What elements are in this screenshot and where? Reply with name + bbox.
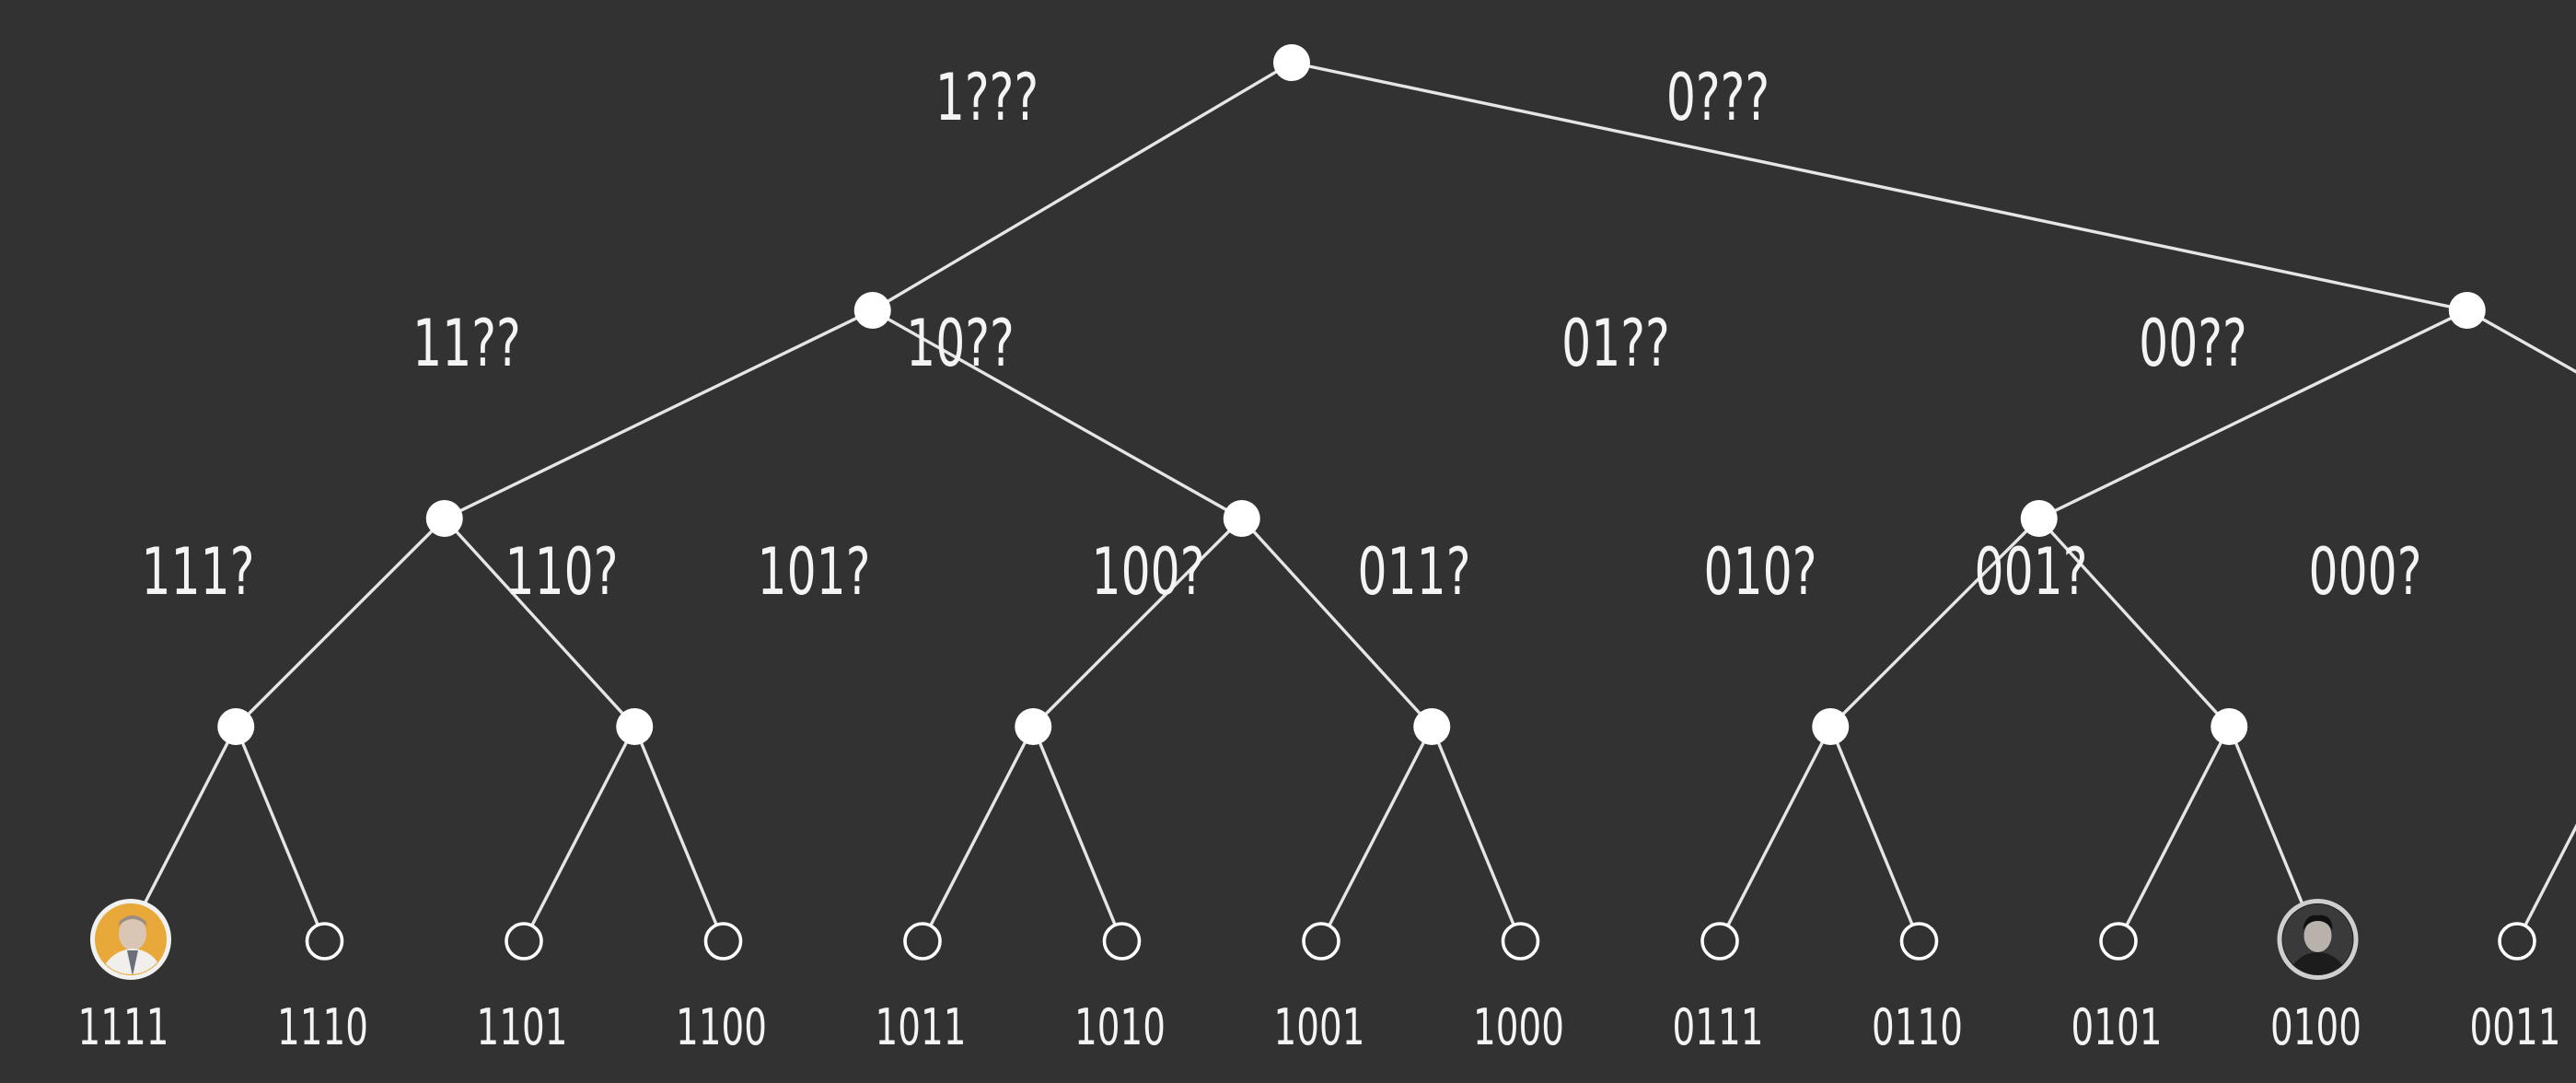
leaf-label: 0011 — [2470, 999, 2561, 1057]
edge-label-level3: 000? — [2309, 535, 2422, 610]
tree-edge — [921, 726, 1035, 942]
tree-nodes — [106, 44, 2536, 961]
leaf-label: 1111 — [78, 999, 169, 1057]
leaf-label: 1011 — [876, 999, 967, 1057]
edge-label-level2: 01?? — [1561, 307, 1670, 381]
tree-edge — [2038, 309, 2468, 520]
tree-edge — [1828, 726, 1921, 942]
leaf-node — [505, 922, 543, 961]
edge-label-level1: 0??? — [1666, 61, 1770, 135]
leaf-node — [903, 922, 942, 961]
tree-edge — [1319, 726, 1433, 942]
leaf-label: 1110 — [277, 999, 368, 1057]
tree-edge — [632, 726, 725, 942]
leaf-label: 1101 — [477, 999, 568, 1057]
edge-label-level1: 1??? — [935, 61, 1039, 135]
tree-edge — [1829, 517, 2040, 728]
edge-label-level3: 110? — [505, 535, 619, 610]
edge-label-level3: 010? — [1704, 535, 1817, 610]
leaf-node — [703, 922, 743, 961]
leaf-label: 1000 — [1473, 999, 1564, 1057]
tree-node — [2448, 292, 2486, 329]
tree-edge — [1430, 726, 1523, 942]
tree-edges — [123, 61, 2576, 942]
tree-node — [425, 500, 463, 537]
edge-label-level2: 11?? — [412, 307, 521, 381]
edge-label-level3: 101? — [758, 535, 871, 610]
leaf-label: 0100 — [2270, 999, 2361, 1057]
tree-edge — [235, 517, 446, 728]
leaf-label: 0110 — [1872, 999, 1963, 1057]
tree-edge — [2117, 726, 2231, 942]
avatars — [90, 899, 2359, 980]
tree-edge — [2037, 517, 2231, 728]
leaf-node — [1302, 922, 1340, 961]
leaf-label: 1100 — [676, 999, 767, 1057]
avatar — [2277, 899, 2359, 980]
tree-node — [2210, 708, 2248, 745]
leaf-node — [1102, 922, 1142, 961]
tree-edge — [1240, 517, 1433, 728]
tree-node — [1413, 708, 1451, 745]
tree-edge — [1031, 726, 1124, 942]
tree-edge — [444, 309, 874, 520]
leaf-label: 1001 — [1274, 999, 1365, 1057]
tree-labels: 1??? 0??? 11?? 10?? 01?? 00?? 111? 110? 101? 100?… — [78, 61, 2561, 1057]
tree-node — [1223, 500, 1260, 537]
edge-label-level3: 011? — [1358, 535, 1471, 610]
tree-node — [1015, 708, 1052, 745]
leaf-label: 0101 — [2071, 999, 2163, 1057]
tree-edge — [871, 61, 1293, 312]
leaf-node — [1700, 922, 1739, 961]
tree-node — [2020, 500, 2058, 537]
tree-node — [616, 708, 654, 745]
tree-edge — [1032, 517, 1243, 728]
leaf-node — [305, 922, 344, 961]
edge-label-level3: 111? — [142, 535, 255, 610]
edge-label-level3: 001? — [1975, 535, 2088, 610]
tree-edge — [1718, 726, 1832, 942]
edge-label-level2: 10?? — [906, 307, 1015, 381]
tree-edge — [2466, 309, 2576, 374]
tree-node — [217, 708, 255, 745]
edge-label-level3: 100? — [1092, 535, 1205, 610]
tree-edge — [234, 726, 327, 942]
leaf-label: 1010 — [1074, 999, 1166, 1057]
leaf-label: 0111 — [1673, 999, 1764, 1057]
tree-edge — [1291, 61, 2468, 312]
tree-edge — [522, 726, 636, 942]
tree-node — [1812, 708, 1850, 745]
tree-edge — [871, 309, 1243, 520]
leaf-node — [1899, 922, 1939, 961]
tree-edge — [2515, 823, 2576, 942]
avatar — [90, 899, 171, 980]
leaf-node — [2099, 922, 2138, 961]
leaf-node — [2498, 922, 2536, 961]
edge-label-level2: 00?? — [2139, 307, 2247, 381]
tree-node — [853, 292, 891, 329]
root-node — [1273, 44, 1310, 81]
leaf-node — [1501, 922, 1540, 961]
tree-edge — [443, 517, 636, 728]
